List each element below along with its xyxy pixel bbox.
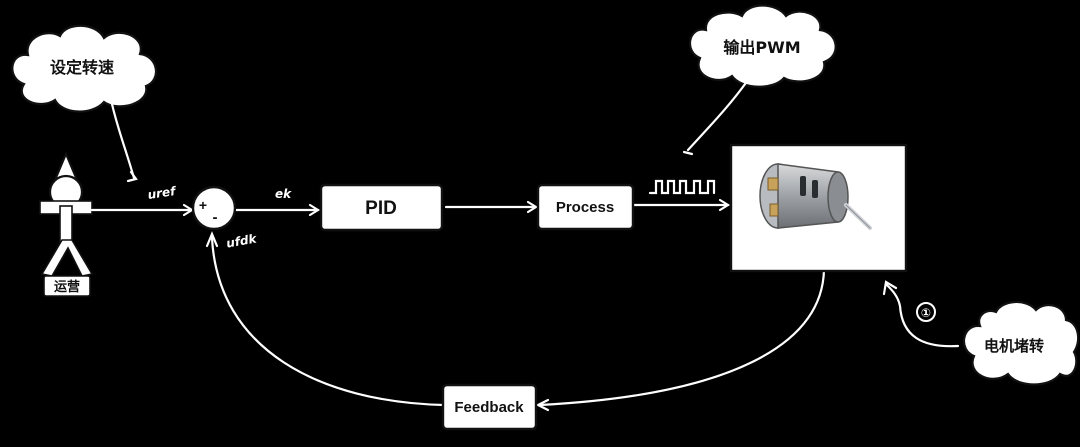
cloud-set-speed: 设定转速 [11, 24, 157, 113]
summing-junction-circle [191, 185, 237, 231]
actor-figure: 运营 [39, 151, 94, 297]
summing-junction: + - [191, 185, 237, 231]
feedback-to-junction-arrowhead [205, 231, 219, 248]
process-to-motor-arrowhead [718, 198, 731, 212]
motor-to-feedback-arrowhead [535, 398, 550, 412]
summing-minus: - [213, 209, 218, 226]
disturbance-marker-ring [916, 302, 936, 322]
disturbance-marker: ① [921, 306, 931, 320]
pwm-pointer-tip [682, 150, 694, 156]
pid-block: PID [319, 183, 444, 232]
feedback-signal-label: ufdk [225, 231, 258, 250]
actor-legs [40, 239, 94, 277]
pwm-waveform-icon [648, 179, 716, 195]
feedback-block: Feedback [441, 383, 538, 431]
cloud-shape [689, 4, 837, 88]
cloud-motor-stall-label: 电机堵转 [984, 337, 1044, 355]
cloud-set-speed-label: 设定转速 [50, 58, 114, 77]
cloud-output-pwm-label: 输出PWM [723, 38, 800, 57]
error-arrowhead [308, 203, 321, 217]
motor-to-feedback-wire [538, 268, 826, 407]
cloud-output-pwm: 输出PWM [689, 4, 837, 88]
process-block-box [536, 183, 635, 231]
set-speed-pointer [110, 102, 136, 180]
reference-signal-label: uref [147, 184, 178, 202]
dc-motor-icon [759, 163, 872, 230]
actor-label-plate [43, 275, 91, 297]
pwm-pointer [686, 78, 750, 152]
cloud-shape [963, 300, 1080, 386]
stall-disturbance-wire [884, 282, 960, 348]
process-block-label: Process [556, 199, 614, 216]
set-speed-pointer-tip [126, 170, 138, 183]
actor-label: 运营 [54, 279, 80, 295]
cloud-shape [11, 24, 157, 113]
pid-to-process-arrowhead [526, 200, 539, 214]
pid-block-label: PID [365, 198, 397, 219]
feedback-to-junction-wire [210, 236, 446, 407]
error-signal-label: ek [275, 187, 292, 201]
cloud-motor-stall: 电机堵转 [963, 300, 1080, 386]
process-block: Process [536, 183, 635, 231]
feedback-block-label: Feedback [454, 399, 524, 416]
feedback-block-box [441, 383, 538, 431]
stall-disturbance-arrowhead [882, 280, 898, 296]
pid-block-box [319, 183, 444, 232]
summing-plus: + [199, 197, 207, 213]
actor-body [59, 205, 73, 245]
motor-panel [729, 143, 908, 273]
